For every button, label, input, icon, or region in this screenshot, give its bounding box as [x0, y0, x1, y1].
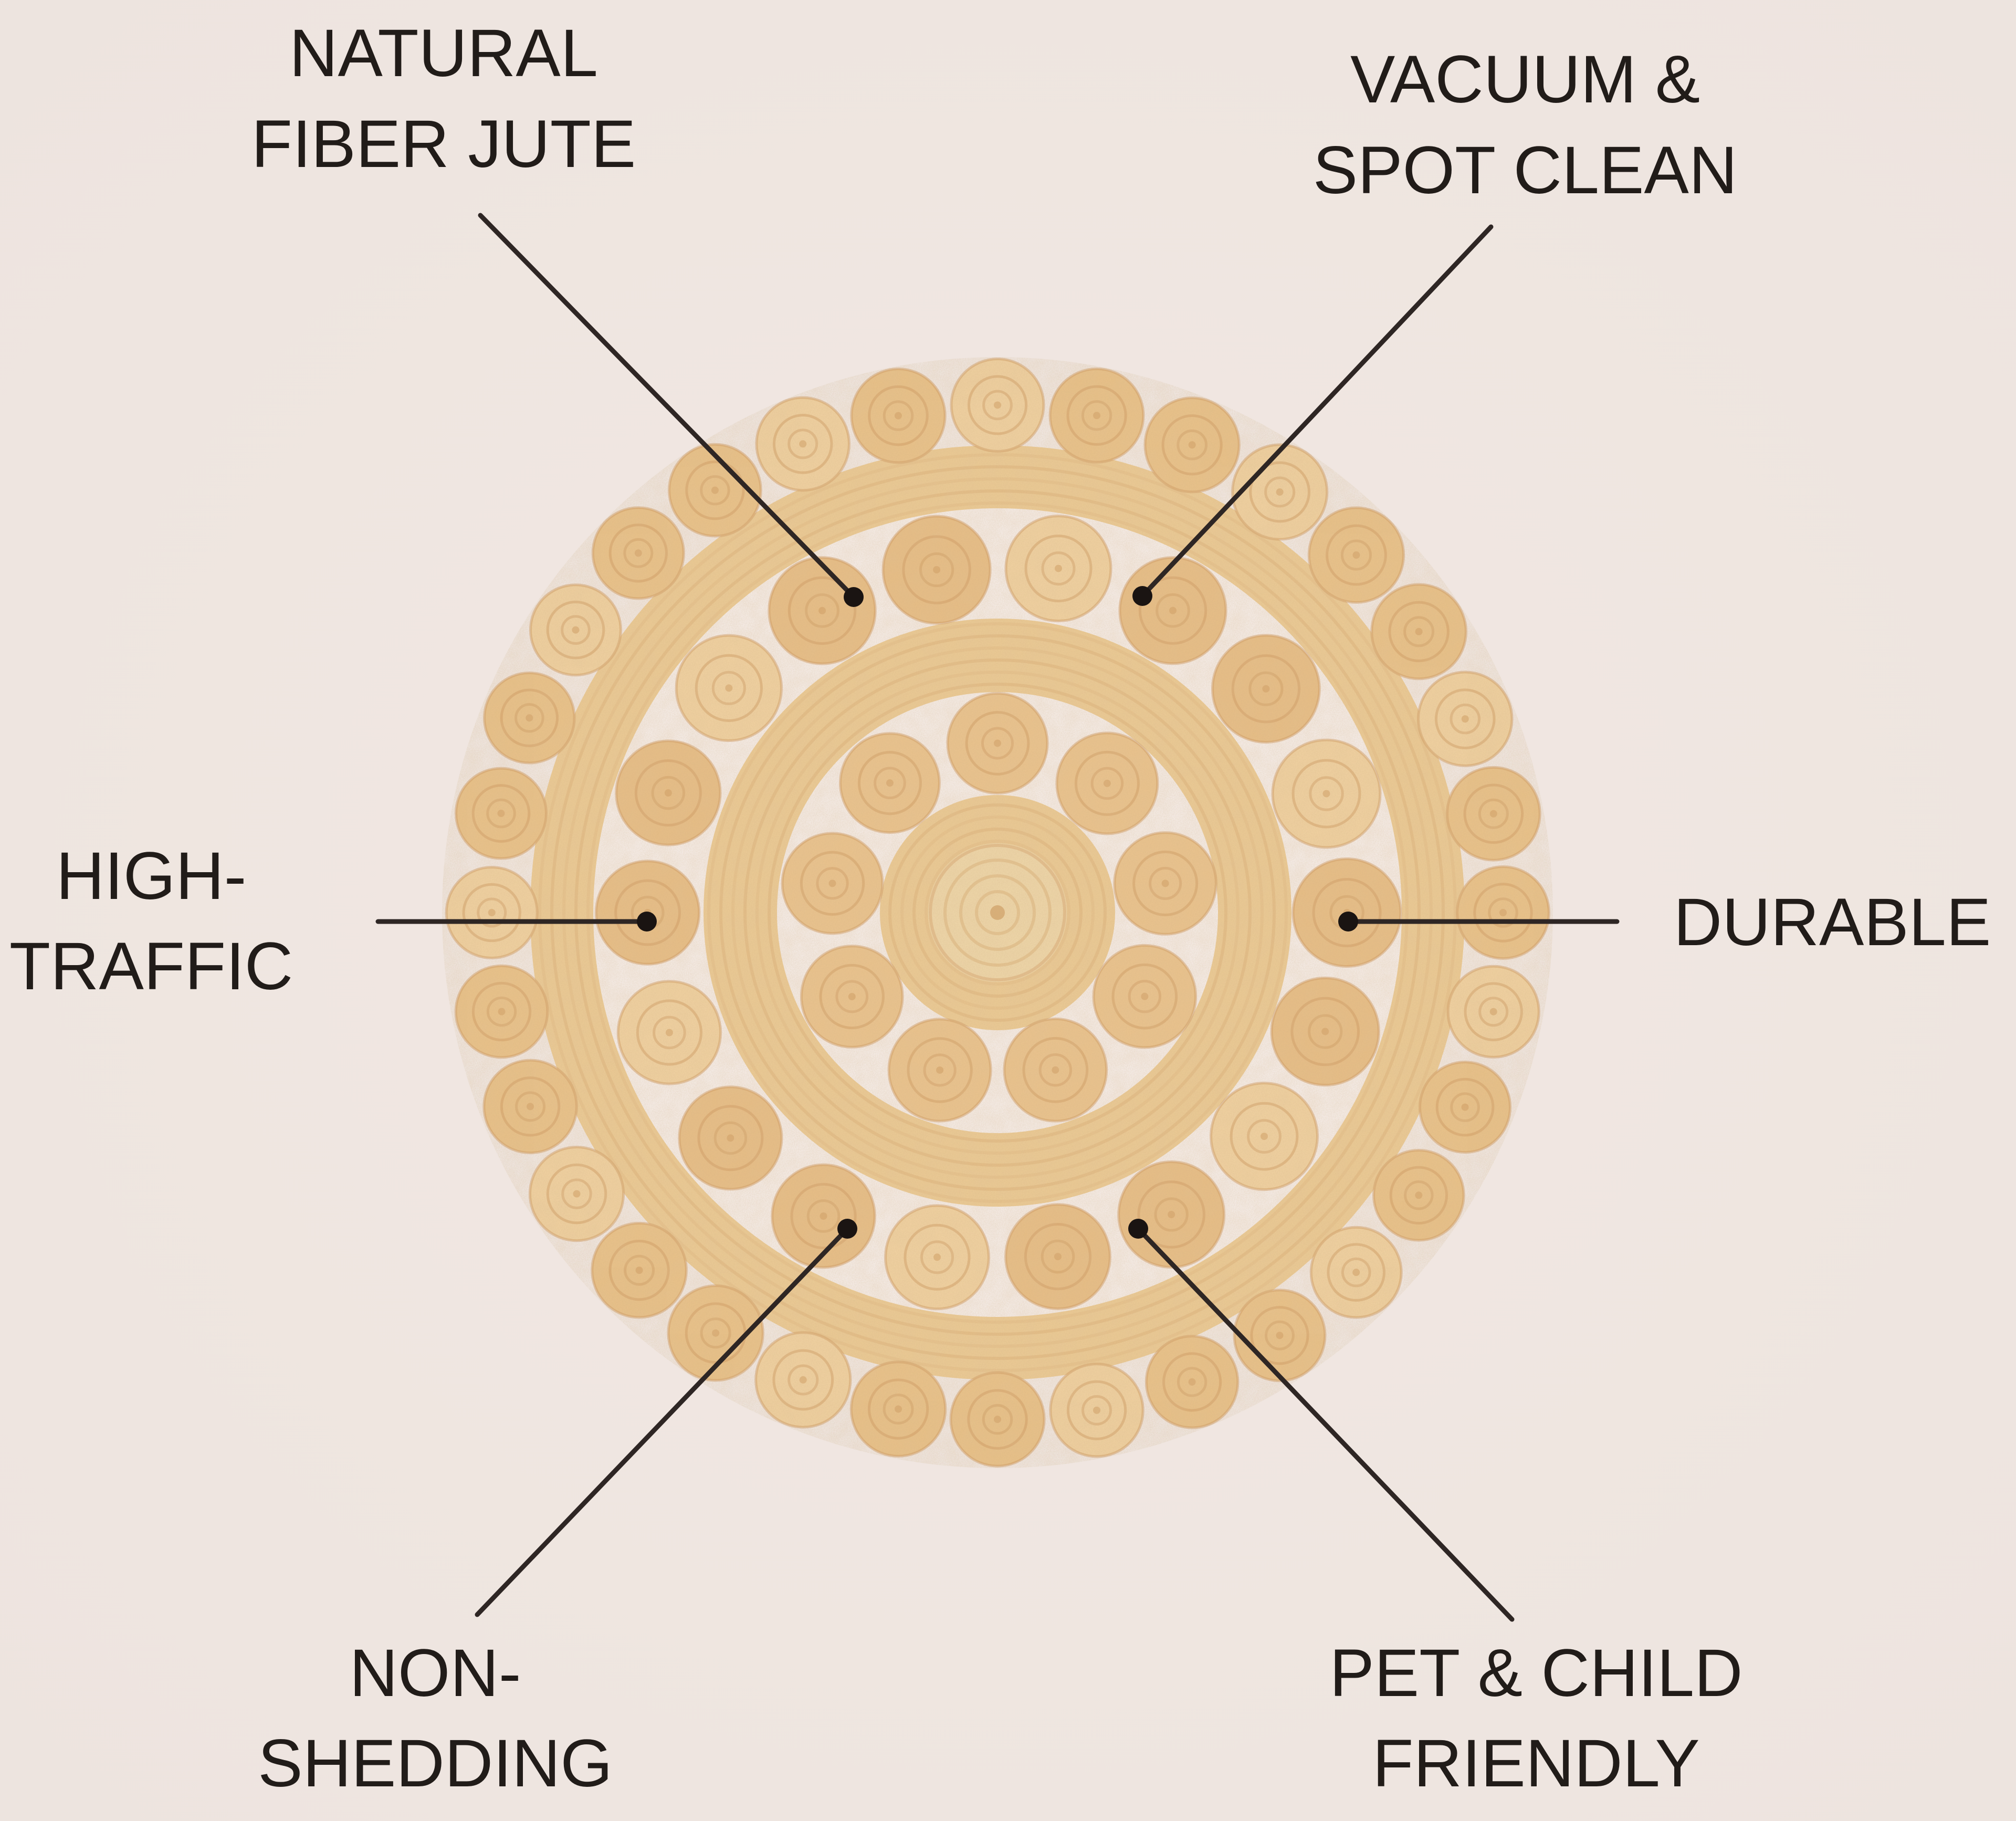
rug-image: [442, 357, 1553, 1468]
callout-line-natural-fiber-jute: [478, 213, 856, 600]
callout-line-non-shedding: [475, 1226, 850, 1617]
label-pet-child-friendly-line1: PET & CHILD: [1329, 1636, 1742, 1711]
callout-dot-vacuum-spot-clean: [1132, 586, 1152, 606]
callout-lines: [375, 213, 1620, 1622]
label-natural-fiber-jute-line1: NATURAL: [289, 16, 598, 91]
label-non-shedding-line1: NON-: [349, 1636, 521, 1711]
callout-line-vacuum-spot-clean: [1140, 224, 1494, 599]
rug-texture: [442, 357, 1553, 1468]
callout-line-pet-child-friendly: [1136, 1226, 1515, 1622]
callout-dot-durable: [1338, 912, 1358, 932]
label-high-traffic-line1: HIGH-: [56, 839, 247, 914]
callout-dot-non-shedding: [837, 1219, 857, 1239]
callout-dot-high-traffic: [637, 912, 657, 932]
callout-dot-pet-child-friendly: [1128, 1219, 1148, 1239]
label-non-shedding-line2: SHEDDING: [258, 1726, 613, 1801]
label-vacuum-spot-clean-line2: SPOT CLEAN: [1313, 133, 1738, 208]
label-durable: DURABLE: [1674, 885, 1991, 960]
label-high-traffic-line2: TRAFFIC: [9, 929, 293, 1004]
label-natural-fiber-jute-line2: FIBER JUTE: [251, 107, 636, 182]
callout-labels: NATURAL FIBER JUTE VACUUM & SPOT CLEAN H…: [9, 16, 1991, 1801]
callout-dot-natural-fiber-jute: [844, 587, 864, 607]
label-pet-child-friendly-line2: FRIENDLY: [1372, 1726, 1700, 1801]
label-vacuum-spot-clean-line1: VACUUM &: [1350, 42, 1700, 117]
